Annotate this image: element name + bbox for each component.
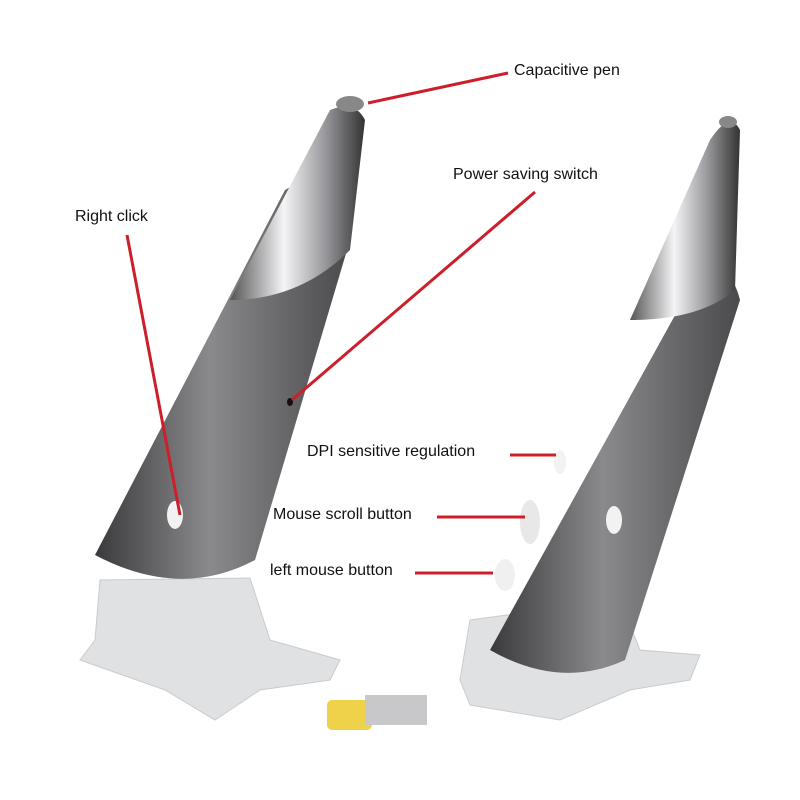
dpi-button bbox=[554, 450, 566, 474]
label-dpi-regulation: DPI sensitive regulation bbox=[307, 443, 476, 460]
usb-receiver bbox=[327, 695, 427, 730]
power-switch bbox=[287, 398, 293, 406]
label-scroll-button: Mouse scroll button bbox=[273, 506, 412, 523]
label-right-click: Right click bbox=[75, 208, 148, 225]
leader-lines bbox=[125, 71, 556, 575]
left-button bbox=[495, 559, 515, 591]
right-pen bbox=[490, 116, 740, 673]
left-pen bbox=[95, 96, 365, 579]
left-stand bbox=[79, 577, 341, 721]
label-power-saving-switch: Power saving switch bbox=[453, 166, 598, 183]
right-click-button bbox=[167, 501, 183, 529]
scroll-wheel bbox=[520, 500, 540, 544]
label-left-button: left mouse button bbox=[270, 562, 393, 579]
label-capacitive-pen: Capacitive pen bbox=[514, 62, 620, 79]
